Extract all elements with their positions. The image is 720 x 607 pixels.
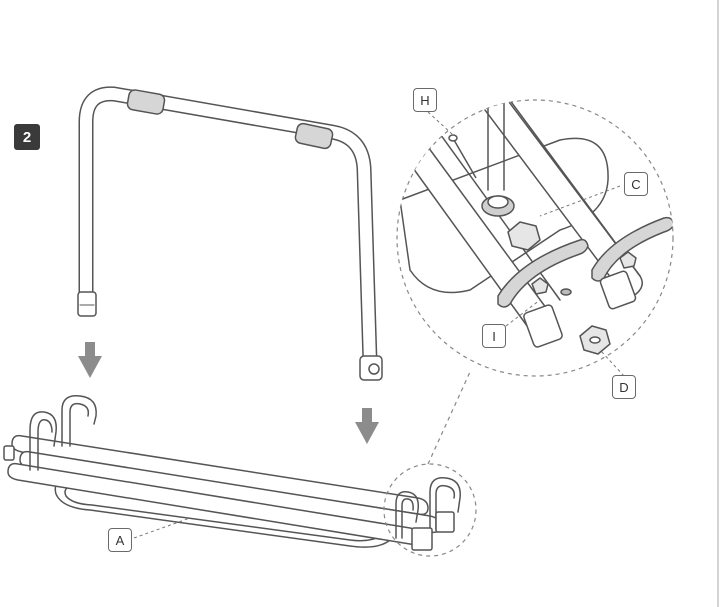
detail-artwork bbox=[399, 100, 673, 348]
leader-d bbox=[599, 349, 625, 377]
detail-source-circle bbox=[383, 463, 477, 557]
leader-c bbox=[539, 185, 621, 217]
left-foot-cap bbox=[77, 291, 97, 317]
callout-label-i: I bbox=[482, 324, 506, 348]
base-rack bbox=[3, 395, 461, 551]
callout-label-c: C bbox=[624, 172, 648, 196]
leader-i bbox=[505, 299, 541, 327]
frame-pad-left bbox=[126, 89, 166, 115]
callout-leaders bbox=[427, 111, 625, 377]
callout-label-h: H bbox=[413, 88, 437, 112]
callout-label-d: D bbox=[612, 375, 636, 399]
leader-a bbox=[133, 517, 191, 539]
callout-label-a: A bbox=[108, 528, 132, 552]
down-arrow-left bbox=[78, 342, 102, 378]
knob-d bbox=[579, 325, 611, 355]
step-number-badge: 2 bbox=[14, 124, 40, 150]
u-frame bbox=[77, 86, 383, 381]
detail-connector bbox=[427, 371, 471, 465]
down-arrow-right bbox=[355, 408, 379, 444]
frame-pad-right bbox=[294, 122, 334, 150]
screw-h bbox=[448, 134, 477, 179]
